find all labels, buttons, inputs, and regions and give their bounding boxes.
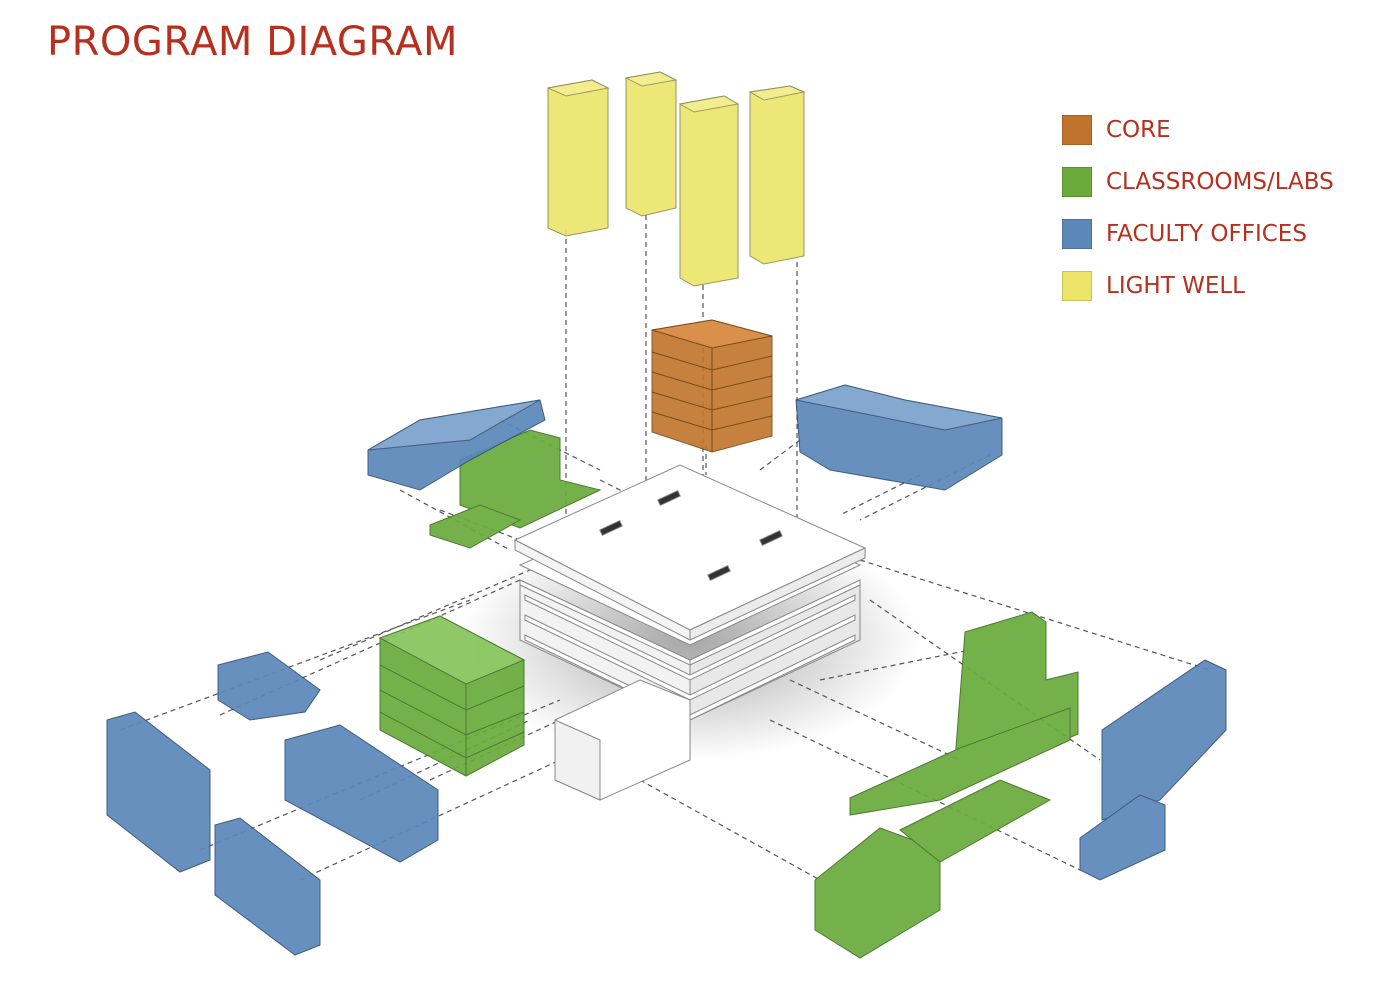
core-block <box>652 320 772 452</box>
light-well-blocks <box>548 72 804 286</box>
central-building <box>515 465 865 800</box>
